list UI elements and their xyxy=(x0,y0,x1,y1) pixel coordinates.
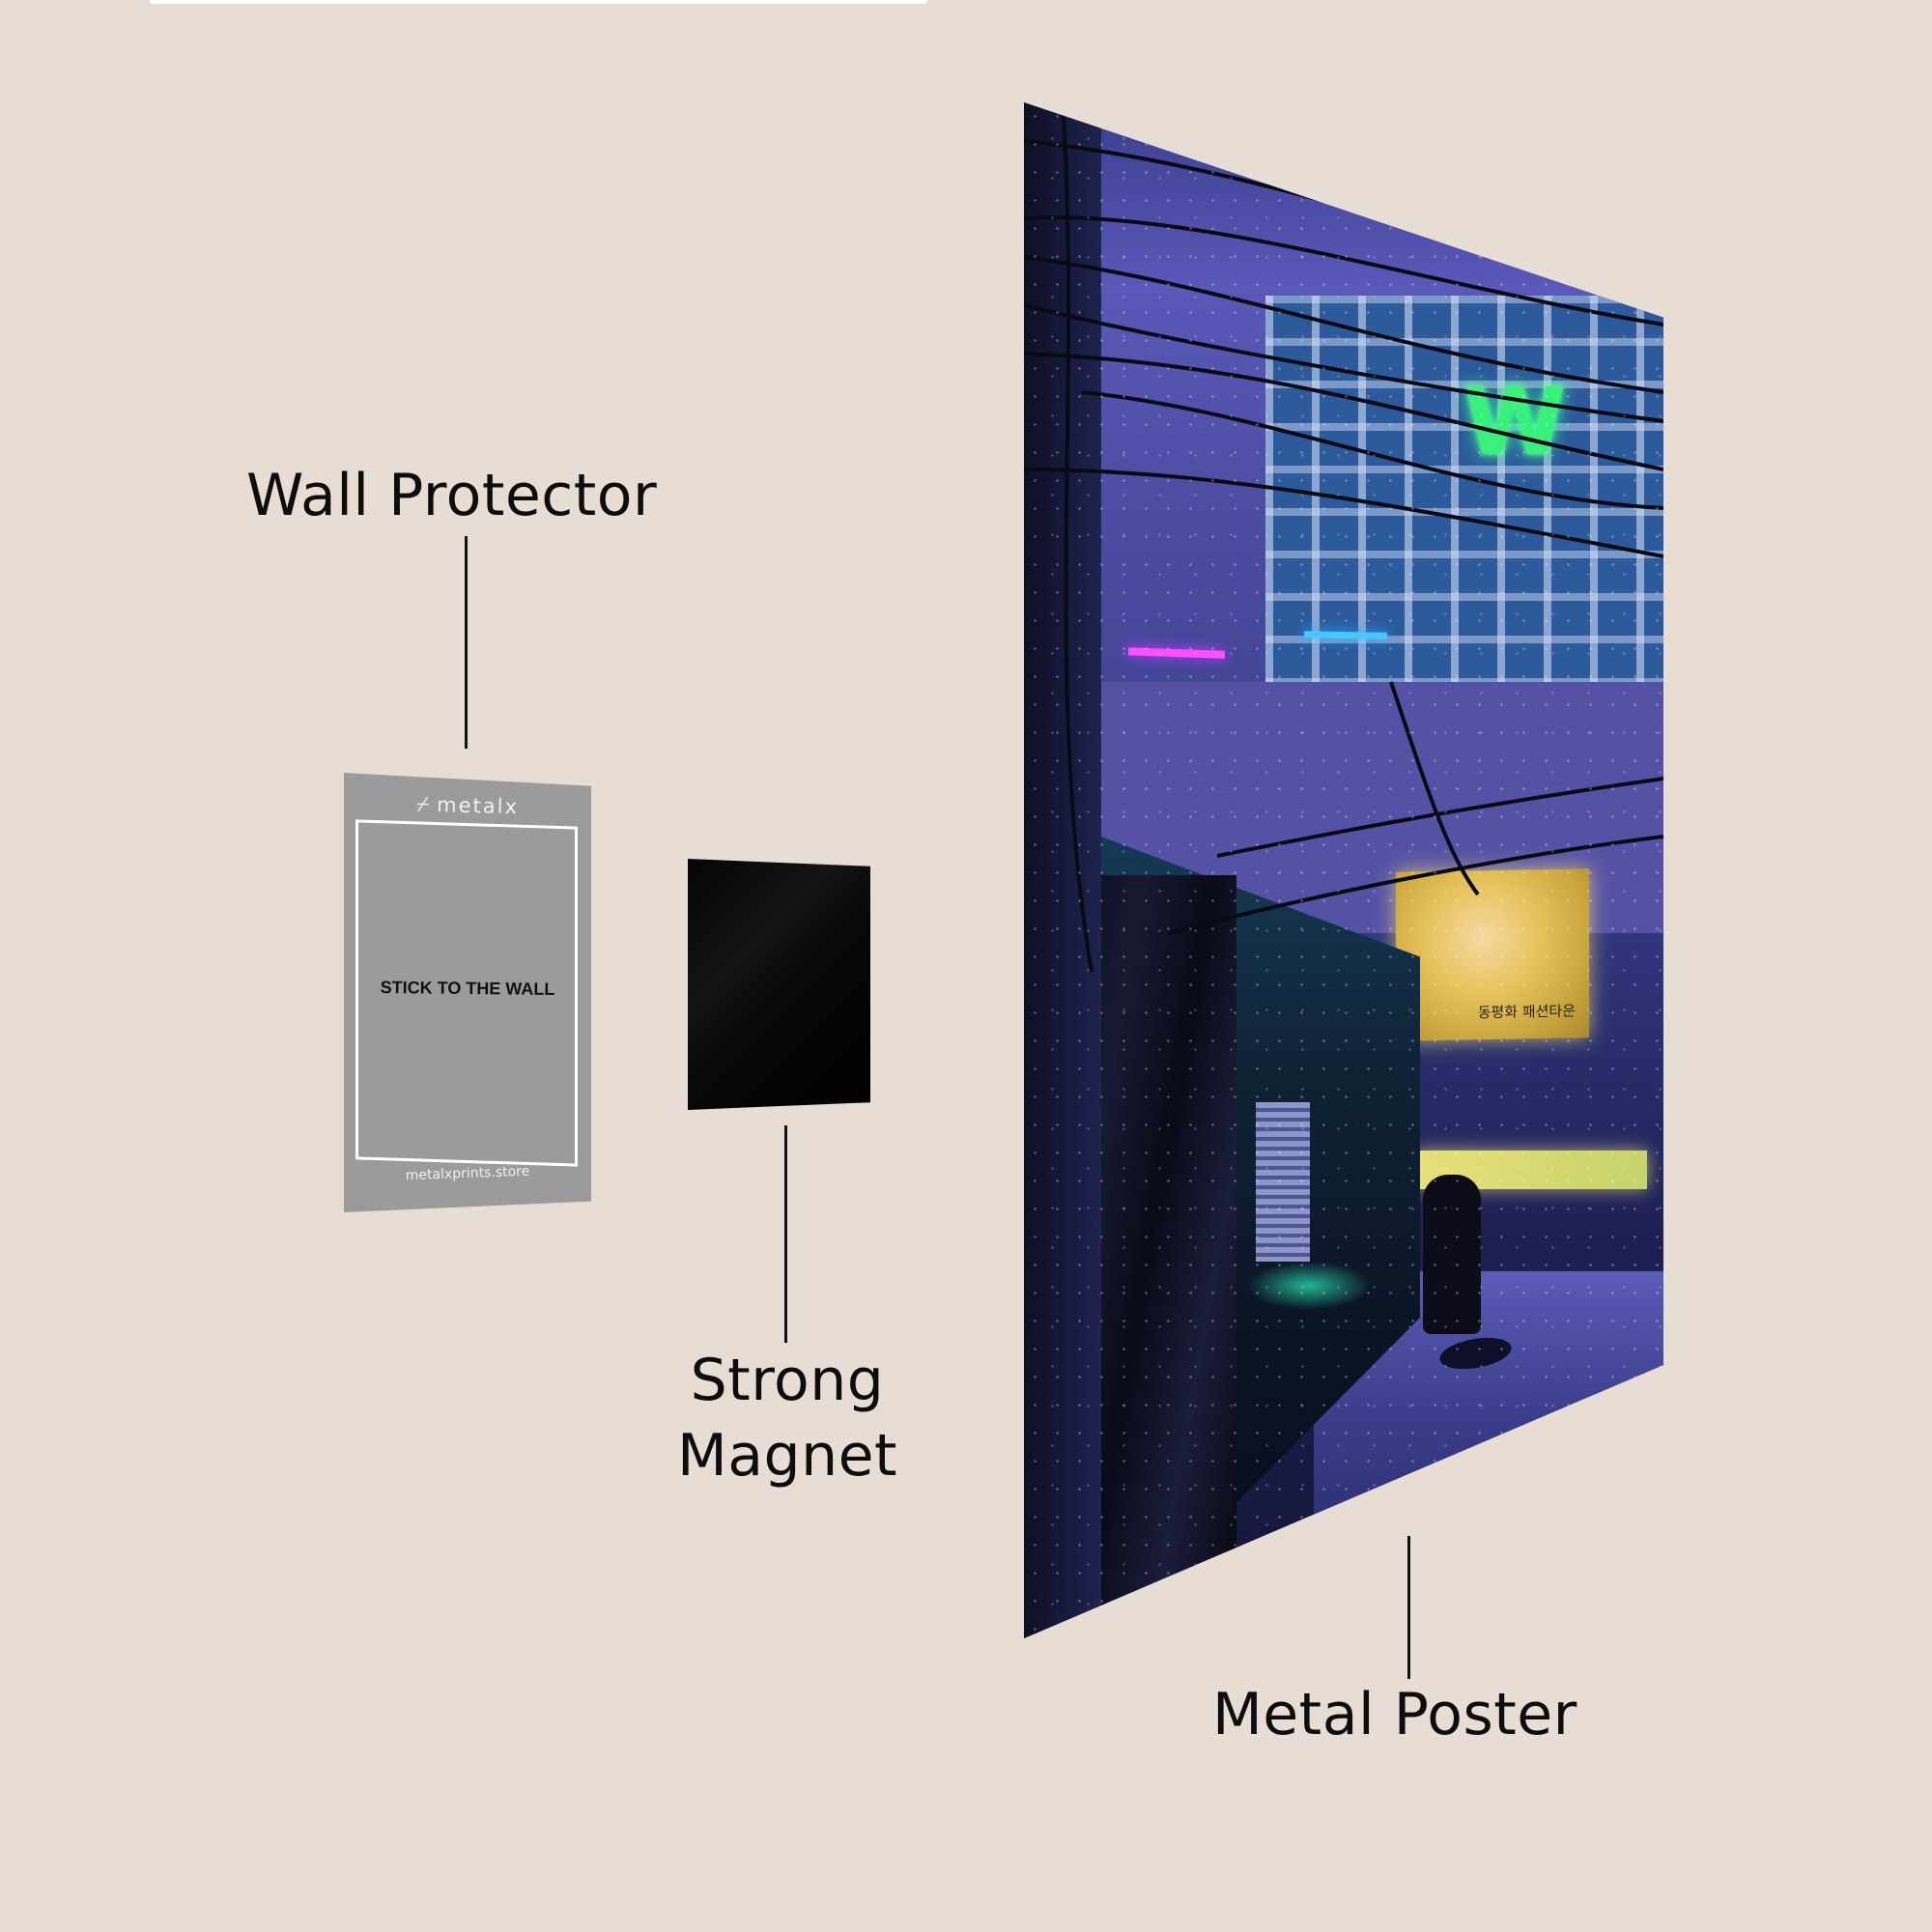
poster-rolling-shutter xyxy=(1256,1102,1310,1262)
strong-magnet-leader-line xyxy=(784,1125,787,1343)
brand-logo: ⌿metalx xyxy=(344,791,591,822)
metal-poster-leader-line xyxy=(1407,1536,1410,1679)
wall-protector-leader-line xyxy=(465,536,468,749)
poster-office-building xyxy=(1265,296,1663,750)
brand-name: metalx xyxy=(436,793,520,819)
strong-magnet-label-line1: Strong xyxy=(690,1347,885,1414)
metal-poster-label: Metal Poster xyxy=(1212,1681,1577,1748)
poster-walking-figure xyxy=(1423,1175,1481,1334)
wall-protector-label: Wall Protector xyxy=(246,462,658,529)
stick-to-wall-instruction: STICK TO THE WALL xyxy=(380,978,555,999)
strong-magnet-label: Strong Magnet xyxy=(667,1343,908,1493)
wall-protector-sheet: ⌿metalx STICK TO THE WALL metalxprints.s… xyxy=(344,773,591,1212)
store-website: metalxprints.store xyxy=(405,1163,530,1184)
metalx-logo-icon: ⌿ xyxy=(415,792,432,818)
strong-magnet-plate xyxy=(688,859,870,1110)
top-edge-strip xyxy=(150,0,927,4)
metal-poster: W 동평화 패션타운 xyxy=(1024,102,1663,1638)
strong-magnet-label-line2: Magnet xyxy=(676,1422,898,1490)
poster-green-glow xyxy=(1246,1262,1372,1310)
poster-snow-overlay xyxy=(1024,102,1663,1638)
poster-neon-w-sign: W xyxy=(1463,368,1566,476)
